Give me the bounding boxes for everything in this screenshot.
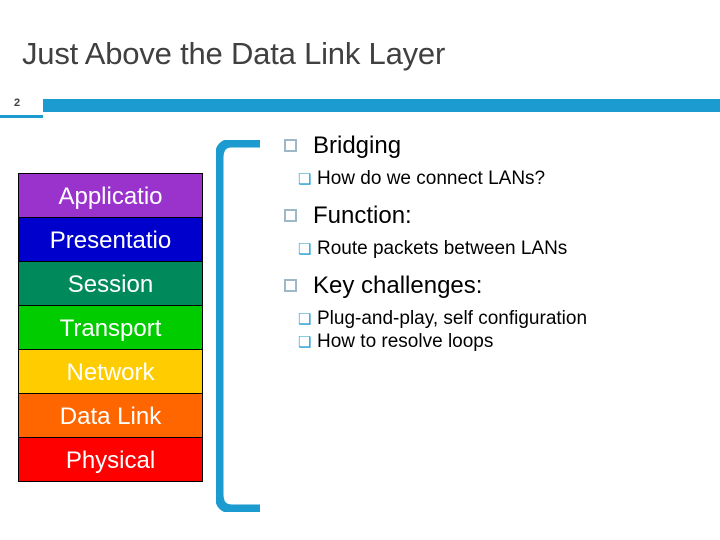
bracket-shape (214, 138, 262, 514)
bullet-level1: Bridging (284, 132, 708, 160)
bullet-level2: ❑ How to resolve loops (284, 331, 708, 353)
osi-layer-label: Applicatio (58, 183, 163, 210)
page-title: Just Above the Data Link Layer (22, 36, 446, 71)
square-bullet-icon (284, 209, 297, 222)
bullet-level1: Key challenges: (284, 272, 708, 300)
osi-layer-1: Applicatio (18, 173, 203, 218)
bullet-text: Plug-and-play, self configuration (317, 308, 588, 329)
osi-layer-label: Physical (65, 447, 156, 474)
bullet-list: Bridging❑How do we connect LANs?Function… (284, 132, 708, 354)
slide-number-box: 2 (0, 96, 43, 118)
square-bullet-icon (284, 279, 297, 292)
osi-layer-6: Data Link (18, 393, 203, 438)
sub-bullet-icon: ❑ (298, 171, 312, 188)
bullet-level2: ❑ Route packets between LANs (284, 238, 708, 260)
osi-layer-label: Transport (59, 315, 162, 342)
sub-bullet-icon: ❑ (298, 334, 312, 351)
osi-layer-label: Network (66, 359, 155, 386)
bullet-text: Route packets between LANs (317, 238, 568, 259)
slide-number: 2 (14, 97, 21, 109)
osi-layer-4: Transport (18, 305, 203, 350)
slide-number-band: 2 (0, 96, 720, 118)
sub-bullet-icon: ❑ (298, 241, 312, 258)
osi-layer-7: Physical (18, 437, 203, 482)
osi-layer-3: Session (18, 261, 203, 306)
bullet-text: How do we connect LANs? (317, 168, 546, 189)
bullet-text: Bridging (313, 132, 402, 159)
osi-layer-label: Presentatio (49, 227, 172, 254)
osi-layer-2: Presentatio (18, 217, 203, 262)
bullet-level2: ❑ Plug-and-play, self configuration (284, 308, 708, 330)
bullet-text: How to resolve loops (317, 331, 494, 352)
accent-bar (43, 99, 720, 112)
bullet-level1: Function: (284, 202, 708, 230)
osi-layer-5: Network (18, 349, 203, 394)
bullet-text: Key challenges: (313, 272, 483, 299)
sub-bullet-icon: ❑ (298, 311, 312, 328)
osi-layer-label: Data Link (59, 403, 162, 430)
osi-layer-label: Session (67, 271, 154, 298)
bullet-text: Function: (313, 202, 412, 229)
bullet-level2: ❑ How do we connect LANs? (284, 168, 708, 190)
square-bullet-icon (284, 139, 297, 152)
